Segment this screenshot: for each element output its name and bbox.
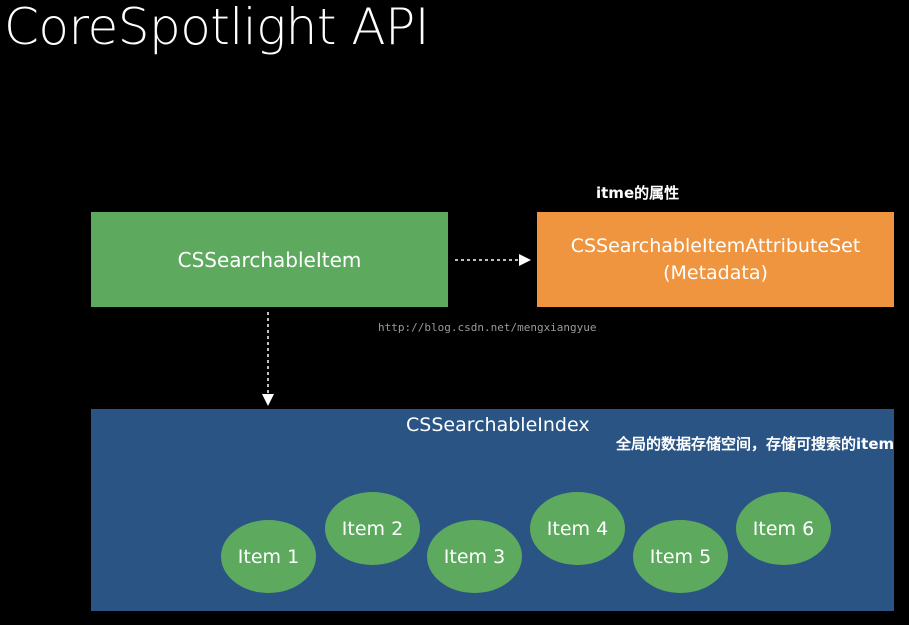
item-ellipse-2: Item 2 bbox=[325, 492, 420, 565]
attribute-set-sublabel: (Metadata) bbox=[663, 261, 768, 284]
item-label: Item 1 bbox=[237, 545, 300, 568]
watermark: http://blog.csdn.net/mengxiangyue bbox=[378, 321, 597, 334]
attribute-set-note: itme的属性 bbox=[596, 184, 680, 202]
page-title: CoreSpotlight API bbox=[4, 0, 429, 56]
searchable-index-description: 全局的数据存储空间，存储可搜索的item bbox=[616, 435, 895, 453]
attribute-set-label: CSSearchableItemAttributeSet bbox=[570, 234, 861, 257]
item-label: Item 4 bbox=[546, 517, 609, 540]
item-label: Item 6 bbox=[752, 517, 815, 540]
item-ellipse-4: Item 4 bbox=[530, 492, 625, 565]
item-ellipse-6: Item 6 bbox=[736, 492, 831, 565]
item-label: Item 2 bbox=[341, 517, 404, 540]
item-label: Item 3 bbox=[443, 545, 506, 568]
item-label: Item 5 bbox=[649, 545, 712, 568]
item-ellipse-3: Item 3 bbox=[427, 520, 522, 593]
item-ellipse-1: Item 1 bbox=[221, 520, 316, 593]
attribute-set-box: CSSearchableItemAttributeSet (Metadata) bbox=[537, 212, 894, 307]
searchable-index-label: CSSearchableIndex bbox=[406, 414, 590, 436]
item-ellipse-5: Item 5 bbox=[633, 520, 728, 593]
searchable-item-label: CSSearchableItem bbox=[177, 247, 362, 272]
searchable-item-box: CSSearchableItem bbox=[91, 212, 448, 307]
